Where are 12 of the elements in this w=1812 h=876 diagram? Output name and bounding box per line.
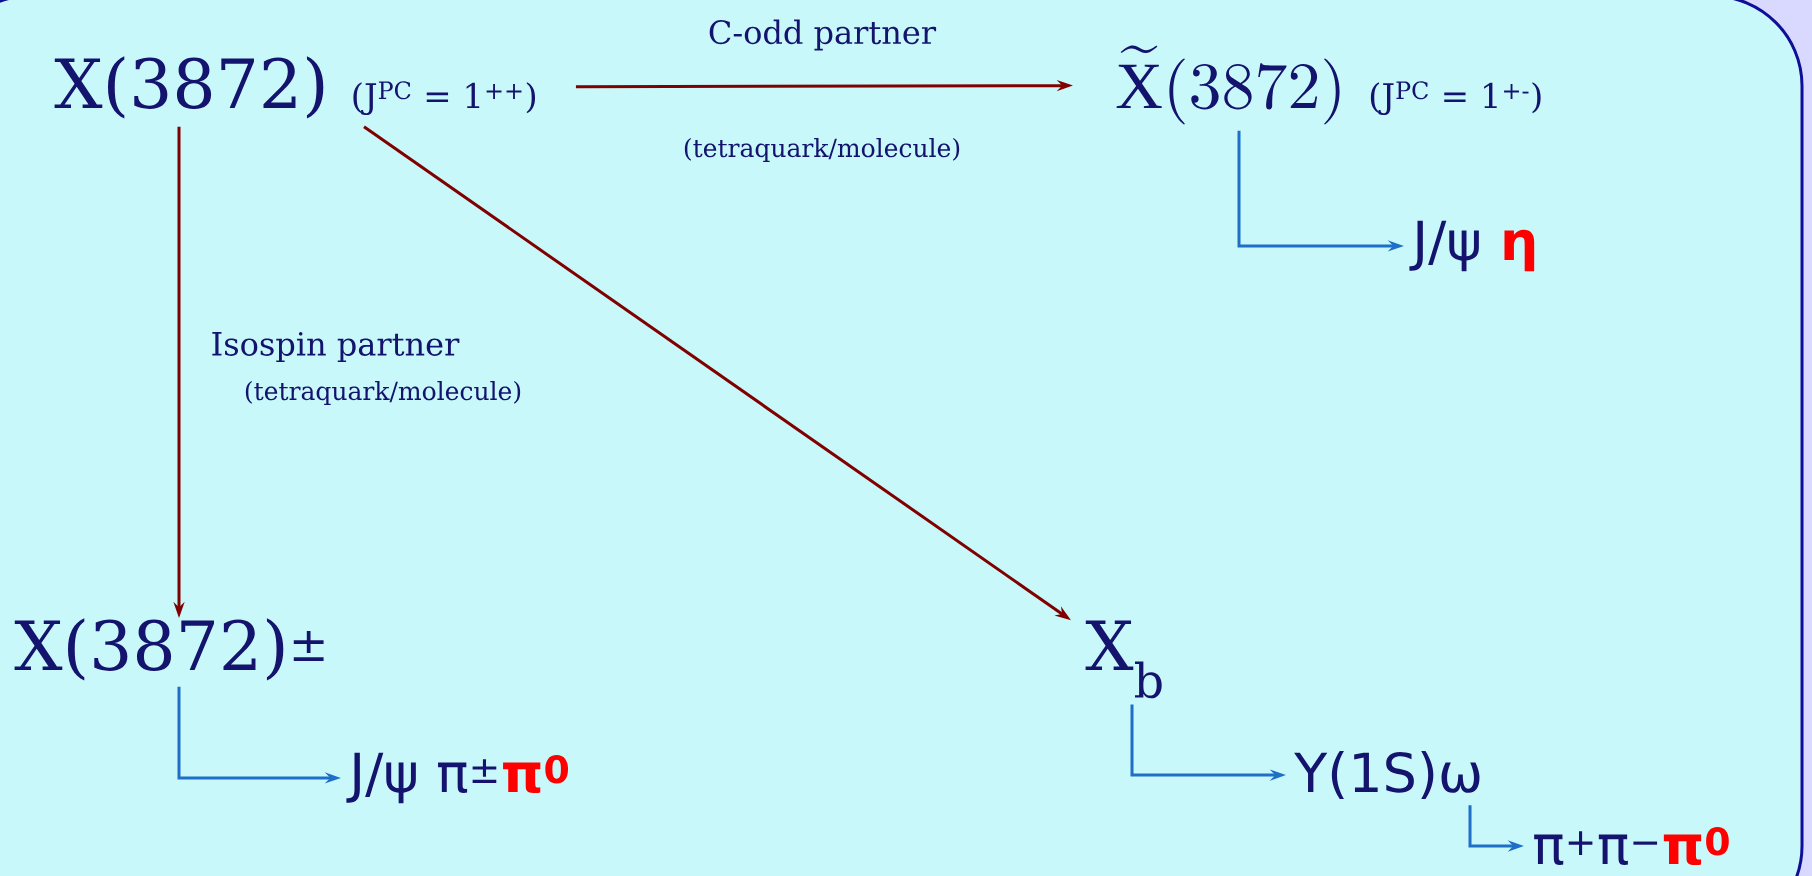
decay-product: Υ(1S)ω bbox=[1294, 751, 1480, 800]
particle-label: X(3872)$^{±}$ bbox=[14, 618, 324, 681]
decay-product: J/ψ π$^{±}$π$^{0}$ bbox=[346, 752, 568, 804]
edge-label: C-odd partner bbox=[705, 17, 939, 53]
decay-product: J/ψ η bbox=[1409, 220, 1535, 272]
particle-label: $\widetilde{\mathrm{X}}(3872)$ (J$^{PC}$ = 1$^{+-}$) bbox=[1116, 45, 1541, 125]
edge-note: (tetraquark/molecule) bbox=[680, 135, 964, 165]
decay-product: π$^{+}$π$^{−}$π$^{0}$ bbox=[1534, 826, 1729, 866]
edge-label: Isospin partner bbox=[208, 329, 462, 365]
particle-label: X$_{b}$ bbox=[1085, 620, 1162, 699]
particle-label: X(3872) (J$^{PC}$ = 1$^{++}$) bbox=[54, 56, 536, 119]
edge-note: (tetraquark/molecule) bbox=[241, 378, 525, 408]
